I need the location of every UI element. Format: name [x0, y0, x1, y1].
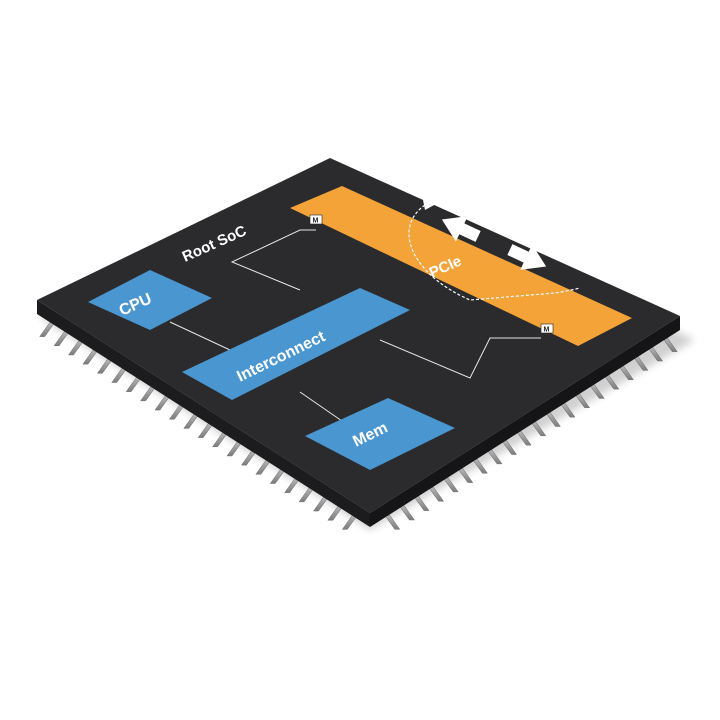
bus-line-pcie-top	[230, 229, 316, 291]
arrow-out-icon	[441, 216, 481, 242]
chip-pin	[168, 404, 185, 420]
chip-pin	[226, 441, 243, 457]
chip-pin	[298, 487, 315, 503]
chip-pin	[96, 359, 113, 374]
chip-side-left	[37, 300, 370, 527]
chip-pins-left	[39, 322, 358, 530]
chip-pin	[240, 450, 257, 466]
chip-pin	[255, 460, 272, 475]
chip-side-right	[370, 316, 680, 527]
arc-arrowhead-icon	[423, 200, 436, 210]
pcie-block	[290, 186, 632, 346]
circular-arrow-icon	[408, 204, 581, 301]
pcie-port-top: M	[309, 214, 323, 225]
chip-pin	[82, 349, 99, 365]
chip-pins-right	[384, 337, 678, 530]
chip-pin	[111, 368, 128, 383]
chip-pin	[125, 377, 142, 392]
chip-pin	[384, 515, 401, 530]
interconnect-block	[182, 288, 410, 400]
chip-pin	[269, 469, 286, 484]
cpu-block	[88, 270, 212, 330]
pcie-port-top-label: M	[313, 218, 319, 225]
arrow-in-icon	[507, 244, 547, 270]
bus-line-pcie-bottom	[379, 337, 541, 379]
chip-pin	[312, 496, 329, 512]
chip-pin	[183, 414, 200, 429]
pcie-port-bottom: M	[540, 323, 554, 334]
chip-pin	[284, 478, 301, 493]
pcie-port-bottom-label: M	[544, 327, 550, 334]
chip-pin	[39, 322, 56, 337]
bus-line-cpu	[169, 321, 231, 351]
chip-pin	[197, 423, 214, 438]
chip-pin	[68, 340, 85, 356]
chip-pin	[212, 432, 229, 448]
chip-pin	[140, 386, 157, 402]
chip-pin	[53, 331, 70, 347]
chip-pin	[154, 395, 171, 411]
mem-block	[305, 398, 455, 470]
chip-pin	[327, 505, 344, 521]
chip-pin	[341, 515, 358, 530]
